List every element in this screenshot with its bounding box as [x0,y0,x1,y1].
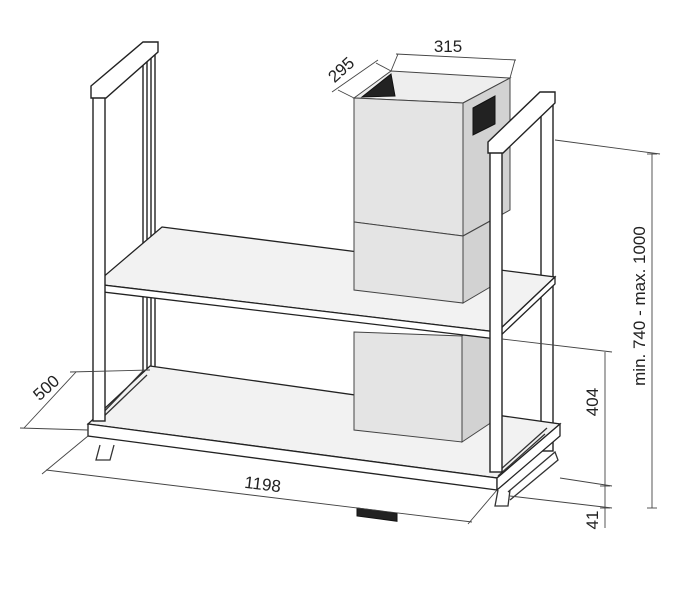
ext-line-shelf [501,338,613,353]
label-hood-width: 1198 [243,473,282,496]
base-side-edge [496,422,561,492]
left-foot [95,444,115,461]
dim-chimney-width: 315 [390,37,517,79]
dim-line [23,371,77,429]
upper-shelf [93,226,557,341]
label-height-range: min. 740 - max. 1000 [630,226,649,386]
ext-line-foot [509,495,613,509]
chimney-mid-front [353,221,464,304]
label-base-thickness: 41 [583,511,602,530]
ext-line [375,62,392,72]
ext-line [467,489,498,525]
ext-line-top [554,139,661,155]
base-shelf [86,365,562,522]
left-top-crossbar [90,41,159,99]
label-chimney-width: 315 [434,37,462,56]
ext-line [390,53,399,72]
chimney-lower-front [353,331,463,443]
right-back-frame [540,95,554,452]
right-front-post [489,141,503,473]
right-lower-crossbar [497,427,548,477]
right-front-frame [487,91,556,473]
right-top-crossbar [487,91,556,154]
left-back-frame [142,47,156,379]
ext-line [509,59,516,79]
dim-hood-width: 1198 [41,435,498,525]
right-foot-bar [507,450,559,501]
chimney-upper-front [353,97,464,237]
left-front-frame [90,41,159,422]
right-foot [494,489,511,507]
label-chimney-depth: 295 [324,53,358,86]
label-shelf-height: 404 [583,388,602,416]
right-back-post [540,95,554,452]
ext-line [69,369,151,373]
dim-line [331,59,379,93]
dim-line [45,469,473,523]
label-hood-depth: 500 [29,371,63,404]
left-back-post-inner [146,55,152,375]
ext-line-base [559,477,613,487]
dim-line [395,53,517,61]
chimney-upper [352,70,512,304]
chimney-vent-grille [472,95,496,136]
dim-verticals: 404 41 min. 740 - max. 1000 [501,139,661,530]
ext-line [337,89,355,99]
ext-line [19,427,89,431]
ext-line [41,435,89,475]
chimney-opening-left [360,73,396,98]
